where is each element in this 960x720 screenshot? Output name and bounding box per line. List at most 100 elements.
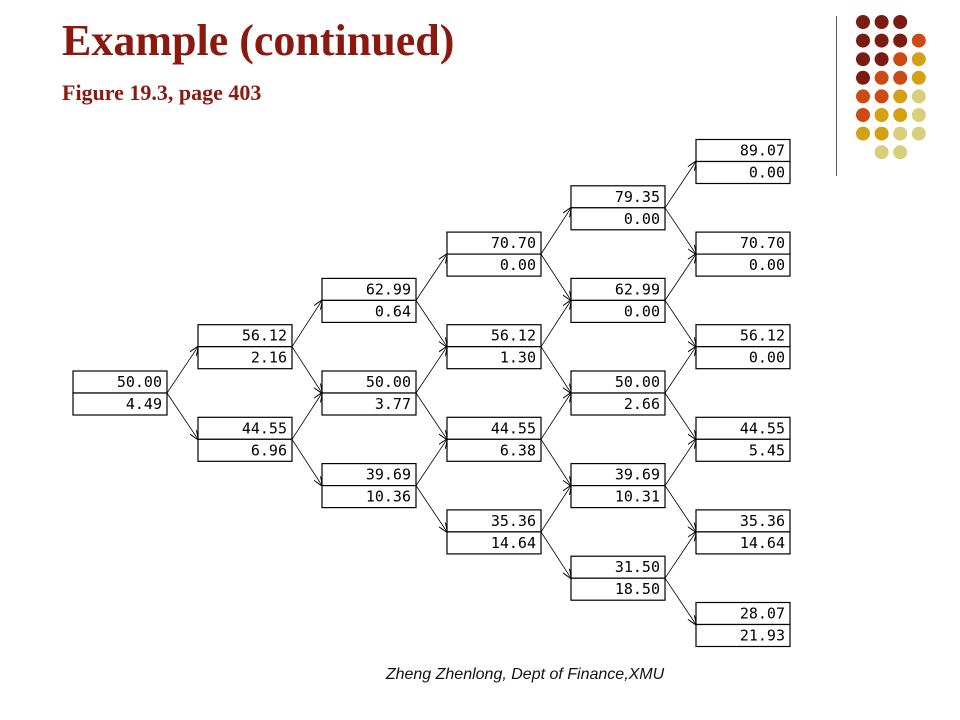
node-value-box (695, 253, 791, 277)
node-stock-price: 39.69 (366, 466, 411, 484)
node-stock-price: 56.12 (242, 327, 287, 345)
tree-branch-arrow (664, 254, 696, 301)
node-value-box (446, 346, 542, 370)
decorative-dot (874, 33, 889, 48)
node-option-value: 10.36 (366, 488, 411, 506)
node-value-box (446, 253, 542, 277)
node-stock-price: 44.55 (740, 419, 785, 437)
tree-branch-arrow (415, 439, 447, 486)
slide-title: Example (continued) (62, 16, 455, 65)
tree-branch-arrow (415, 485, 447, 532)
tree-branch-arrow (415, 347, 447, 394)
tree-branch-arrow (664, 532, 696, 579)
node-option-value: 1.30 (500, 349, 536, 367)
node-stock-price: 50.00 (366, 373, 411, 391)
node-value-box (321, 485, 417, 509)
tree-node: 70.70 0.00 (695, 231, 791, 277)
decorative-dot (856, 108, 870, 122)
decorative-dot (874, 15, 889, 29)
node-stock-price: 79.35 (615, 188, 660, 206)
node-option-value: 14.64 (740, 534, 785, 552)
node-value-box (72, 392, 168, 416)
node-option-value: 2.16 (251, 349, 287, 367)
decorative-dot (874, 126, 889, 141)
decorative-dot (911, 33, 926, 48)
decorative-dot (874, 89, 889, 104)
tree-node: 56.12 2.16 (197, 324, 293, 370)
node-value-box (570, 485, 666, 509)
node-stock-price: 70.70 (740, 234, 785, 252)
node-stock-price: 70.70 (491, 234, 536, 252)
decorative-dot (874, 52, 889, 67)
tree-branch-arrow (664, 207, 696, 254)
decorative-dot (874, 108, 889, 122)
tree-branch-arrow (664, 439, 696, 486)
node-option-value: 6.38 (500, 441, 536, 459)
tree-node: 50.00 3.77 (321, 370, 417, 416)
tree-node: 79.350.00 (570, 185, 666, 231)
decorative-dot (893, 108, 908, 122)
node-option-value: 0.00 (749, 256, 785, 274)
node-option-value: 0.00 (749, 349, 785, 367)
tree-branch-arrow (166, 347, 198, 394)
decorative-dot (856, 89, 870, 104)
decorative-dot (893, 145, 908, 160)
decorative-dot (893, 89, 908, 104)
node-value-box (695, 160, 791, 185)
tree-node: 62.990.00 (570, 277, 666, 323)
decorative-dot (893, 52, 908, 67)
node-option-value: 14.64 (491, 534, 536, 552)
decorative-dot (911, 70, 926, 85)
node-stock-price: 62.99 (366, 280, 411, 298)
node-stock-price: 50.00 (117, 373, 162, 391)
node-value-box (321, 299, 417, 323)
node-value-box (446, 531, 542, 555)
node-value-box (570, 577, 666, 601)
decorative-dot (911, 126, 926, 141)
decorative-dot (911, 89, 926, 104)
node-option-value: 18.50 (615, 580, 660, 598)
node-option-value: 0.64 (375, 302, 411, 320)
tree-node: 56.12 1.30 (446, 324, 542, 370)
tree-node: 50.004.49 (72, 370, 168, 416)
tree-branch-arrow (166, 392, 198, 439)
node-value-box (446, 438, 542, 462)
decorative-dot (856, 33, 870, 48)
node-value-box (695, 531, 791, 555)
tree-branch-arrow (540, 486, 571, 533)
tree-node: 56.12 0.00 (695, 324, 791, 370)
node-stock-price: 44.55 (491, 419, 536, 437)
decorative-dot (893, 126, 908, 141)
node-option-value: 3.77 (375, 395, 411, 413)
tree-branch-arrow (664, 300, 696, 346)
node-stock-price: 56.12 (740, 327, 785, 345)
tree-branch-arrow (291, 346, 322, 393)
tree-node: 35.36 14.64 (446, 509, 542, 555)
node-value-box (321, 392, 417, 416)
tree-node: 44.55 6.38 (446, 416, 542, 462)
tree-branch-arrow (540, 300, 571, 347)
tree-branch-arrow (540, 439, 571, 485)
tree-branch-arrow (415, 254, 447, 301)
node-stock-price: 56.12 (491, 327, 536, 345)
tree-branch-arrow (540, 393, 571, 440)
tree-branch-arrow (540, 346, 571, 393)
tree-node: 89.070.00 (695, 138, 791, 185)
node-value-box (695, 623, 791, 648)
decorative-dot-grid (856, 15, 926, 160)
tree-branch-arrow (291, 439, 322, 485)
node-option-value: 21.93 (740, 627, 785, 645)
tree-branch-arrow (415, 300, 447, 346)
tree-branch-arrow (664, 485, 696, 532)
node-option-value: 0.00 (624, 302, 660, 320)
node-value-box (570, 207, 666, 231)
node-value-box (695, 438, 791, 462)
node-stock-price: 39.69 (615, 466, 660, 484)
node-option-value: 5.45 (749, 441, 785, 459)
node-stock-price: 35.36 (491, 512, 536, 530)
tree-branch-arrow (540, 531, 571, 578)
tree-node: 44.556.96 (197, 416, 293, 462)
